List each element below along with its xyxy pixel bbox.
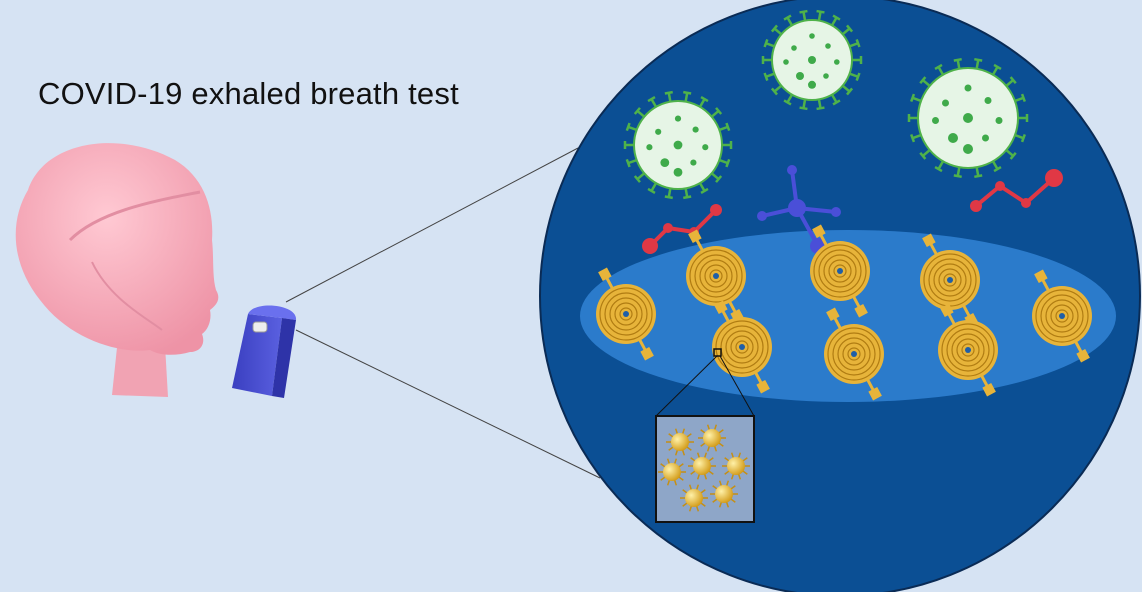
virus-icon (761, 9, 863, 111)
molecule-icon (642, 204, 722, 254)
virus-icon (623, 90, 733, 200)
sensor-electrode-icon (596, 267, 656, 361)
sensor-electrode-icon (712, 300, 772, 394)
head-icon (15, 143, 219, 397)
gold-nanoparticle-icon (698, 424, 726, 452)
zoom-inset (655, 348, 755, 523)
sensor-electrode-icon (938, 303, 998, 397)
sensor-electrode-icon (810, 224, 870, 318)
molecule-icon (757, 165, 841, 254)
sensor-electrode-icon (824, 307, 884, 401)
gold-nanoparticle-icon (658, 458, 686, 486)
zoom-connector-lines (285, 147, 601, 479)
sensor-electrode-icon (686, 229, 746, 323)
gold-nanoparticle-icon (680, 484, 708, 512)
diagram-title: COVID-19 exhaled breath test (38, 76, 459, 111)
gold-nanoparticle-icon (688, 452, 716, 480)
gold-nanoparticle-icon (710, 480, 738, 508)
gold-nanoparticle-icon (722, 452, 750, 480)
sensor-electrode-icon (1032, 269, 1092, 363)
breath-device-icon (232, 305, 297, 398)
gold-nanoparticle-icon (666, 428, 694, 456)
molecule-icon (970, 169, 1063, 212)
virus-icon (907, 57, 1029, 179)
